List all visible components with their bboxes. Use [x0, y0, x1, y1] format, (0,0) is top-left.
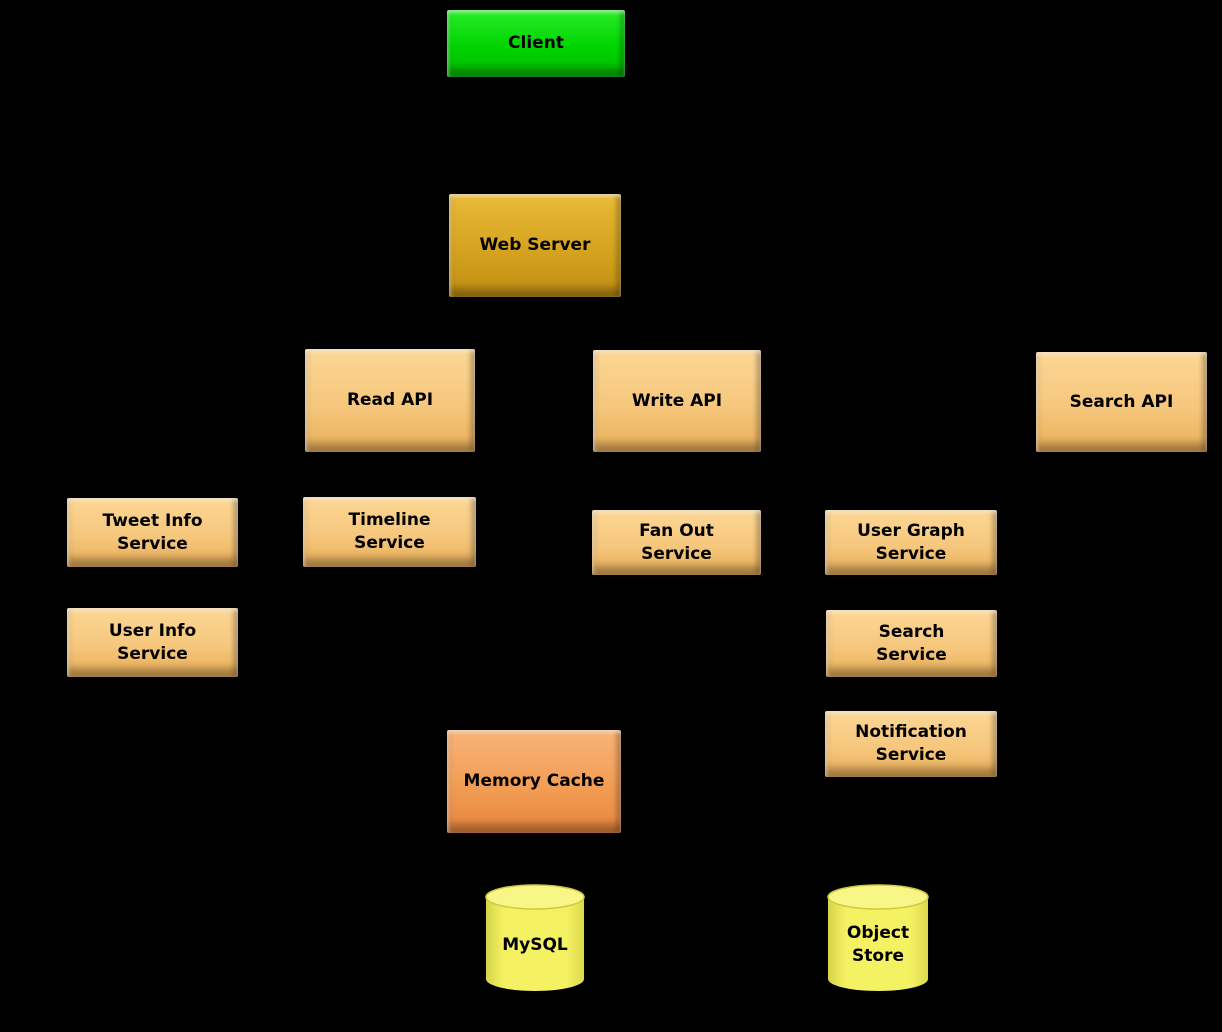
- node-memory-cache: Memory Cache: [447, 730, 621, 833]
- node-user-info-service-label: User Info Service: [108, 620, 197, 664]
- database-cylinder-icon: [827, 884, 929, 991]
- node-user-info-service: User Info Service: [67, 608, 238, 677]
- node-fan-out-service: Fan Out Service: [592, 510, 761, 575]
- node-write-api: Write API: [593, 350, 761, 452]
- node-timeline-service-label: Timeline Service: [348, 510, 431, 553]
- node-search-service: Search Service: [826, 610, 997, 677]
- node-notification-service-label: Notification Service: [855, 722, 967, 765]
- node-search-api: Search API: [1036, 352, 1207, 452]
- node-read-api-label: Read API: [346, 390, 434, 411]
- node-search-service-label: Search Service: [876, 621, 947, 665]
- node-web-server: Web Server: [449, 194, 621, 297]
- node-fan-out-service-label: Fan Out Service: [639, 520, 714, 564]
- node-timeline-service: Timeline Service: [303, 497, 476, 567]
- node-search-api-label: Search API: [1069, 391, 1174, 412]
- node-tweet-info-service: Tweet Info Service: [67, 498, 238, 567]
- node-user-graph-service-label: User Graph Service: [857, 520, 965, 564]
- node-user-graph-service: User Graph Service: [825, 510, 997, 575]
- node-notification-service: Notification Service: [825, 711, 997, 777]
- node-tweet-info-service-label: Tweet Info Service: [102, 510, 203, 554]
- node-write-api-label: Write API: [631, 390, 723, 411]
- node-client: Client: [447, 10, 625, 77]
- node-object-store: Object Store: [826, 884, 930, 992]
- node-read-api: Read API: [305, 349, 475, 452]
- node-client-label: Client: [508, 33, 564, 54]
- node-web-server-label: Web Server: [479, 235, 591, 256]
- node-memory-cache-label: Memory Cache: [463, 771, 605, 792]
- database-cylinder-icon: [485, 884, 585, 991]
- node-mysql: MySQL: [484, 884, 586, 992]
